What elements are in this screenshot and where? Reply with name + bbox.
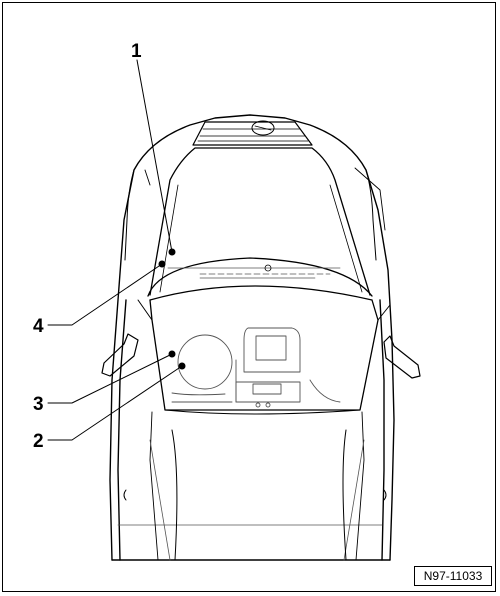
leader-line-4: [47, 263, 163, 326]
callout-label-3: 3: [33, 394, 44, 415]
front-grille: [192, 121, 313, 146]
callout-dot-4: [158, 260, 166, 268]
callout-label-2: 2: [33, 431, 44, 452]
leader-line-3: [47, 353, 173, 404]
hood: [149, 147, 371, 296]
figure-reference-code: N97-11033: [414, 566, 492, 586]
leader-line-1: [136, 59, 173, 253]
figure-frame: [2, 2, 496, 592]
body-inner-left: [117, 299, 127, 561]
right-mirror: [383, 335, 421, 379]
roof: [171, 429, 178, 561]
callout-dot-1: [168, 248, 176, 256]
callout-label-4: 4: [33, 316, 44, 337]
windshield: [149, 299, 379, 411]
callout-dot-2: [178, 362, 186, 370]
body-inner-right: [379, 299, 385, 561]
cowl: [147, 257, 373, 297]
callout-label-1: 1: [131, 41, 142, 62]
steering-wheel: [177, 334, 233, 390]
leader-line-2: [47, 365, 183, 441]
left-mirror: [101, 333, 139, 377]
callout-dot-3: [168, 350, 176, 358]
badge-icon: [251, 120, 275, 136]
